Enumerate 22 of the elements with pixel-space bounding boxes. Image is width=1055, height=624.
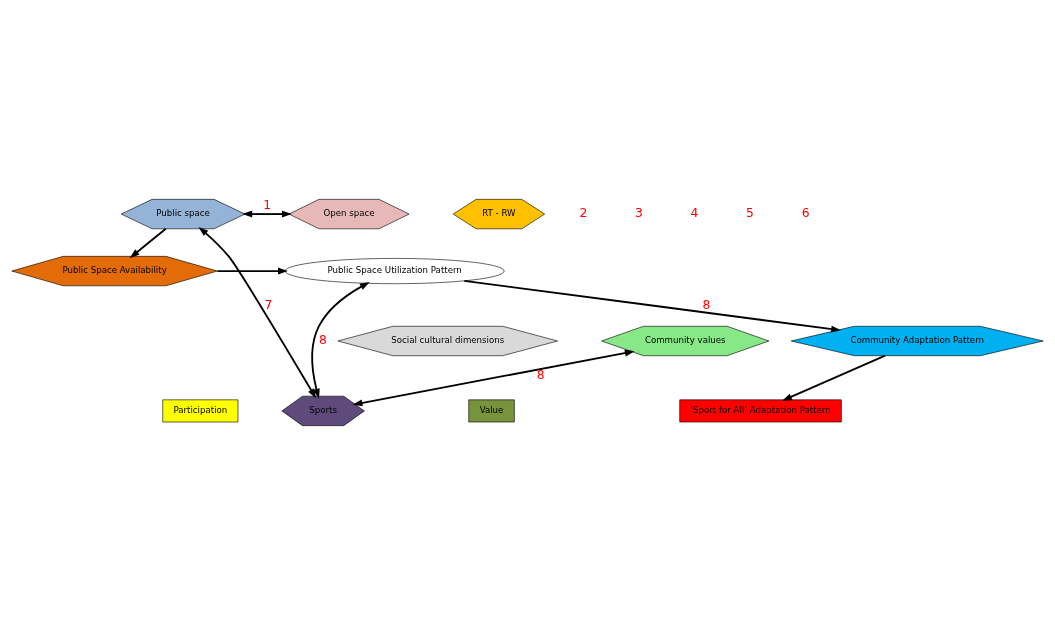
arrow [352,349,635,406]
node-box: Participation [162,399,239,422]
label: 3 [635,205,643,220]
edge-label: 8 [536,367,545,382]
arrow [242,210,292,218]
arrow [129,227,167,258]
label: 2 [579,205,588,220]
edge-label: 7 [264,297,273,312]
arrow [216,267,288,275]
arrow [198,226,317,399]
node-ellipse: Public Space Utilization Pattern [284,257,505,284]
arrow [463,279,841,332]
label: 6 [801,205,810,220]
node-box: ‘Sport for All’ Adaptation Pattern [679,399,842,422]
arrow [311,281,370,399]
edge-label: 8 [318,332,327,347]
arrow [782,354,887,401]
edge-label: 8 [702,297,711,312]
node-box: Value [468,399,515,422]
label: 5 [746,205,754,220]
edge-label: 1 [263,197,271,212]
label: 4 [690,205,699,220]
